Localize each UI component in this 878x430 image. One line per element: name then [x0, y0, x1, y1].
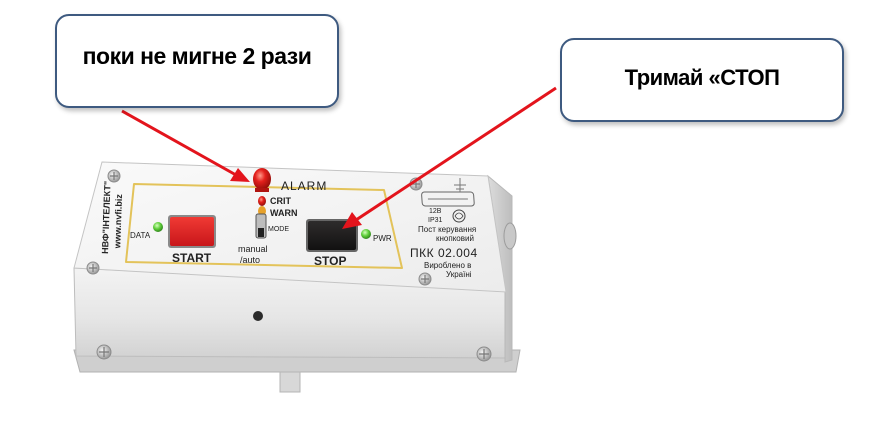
made-in-line-2: Україні — [446, 270, 472, 279]
pwr-label: PWR — [373, 234, 392, 243]
maker-url: www.nvfi.biz — [112, 194, 124, 250]
mode-label: MODE — [268, 226, 289, 233]
crit-label: CRIT — [270, 196, 291, 206]
alarm-led — [253, 168, 271, 190]
brand-logo — [421, 191, 475, 207]
pwr-led — [361, 229, 371, 239]
arrow-to-alarm-led — [121, 109, 250, 182]
crit-led — [258, 196, 266, 206]
alarm-led-base — [255, 188, 269, 192]
callout-blink-twice: поки не мигне 2 рази — [55, 14, 339, 108]
certification-icon — [452, 209, 466, 223]
model-label: ПКК 02.004 — [410, 246, 478, 260]
ip-rating-label: IP31 — [428, 217, 443, 224]
screw-icon — [476, 346, 492, 362]
panel-outline — [125, 183, 403, 269]
screw-icon — [86, 261, 100, 275]
ground-icon — [454, 178, 466, 192]
front-hole — [253, 311, 263, 321]
data-led — [153, 222, 163, 232]
cable-gland — [503, 222, 517, 250]
start-label: START — [172, 251, 212, 265]
start-button[interactable] — [170, 217, 214, 246]
callout-hold-stop-text: Тримай «СТОП — [624, 65, 780, 90]
callout-hold-stop: Тримай «СТОП — [560, 38, 844, 122]
screw-icon — [107, 169, 121, 183]
alarm-label: ALARM — [281, 179, 327, 193]
screw-icon — [418, 272, 432, 286]
arrow-to-stop-button — [342, 86, 557, 229]
mode-auto-label: /auto — [240, 255, 260, 265]
description-line-2: кнопковий — [436, 234, 474, 243]
made-in-line-1: Вироблено в — [424, 261, 471, 270]
voltage-label: 12В — [429, 208, 442, 215]
mode-manual-label: manual — [238, 244, 268, 254]
warn-label: WARN — [270, 208, 298, 218]
flange-tab — [279, 371, 301, 393]
mode-switch-lever — [258, 228, 264, 237]
data-label: DATA — [130, 231, 151, 240]
maker-name: НВФ"ІНТЕЛЕКТ" — [100, 181, 113, 254]
description-line-1: Пост керування — [418, 225, 476, 234]
screw-icon — [96, 344, 112, 360]
top-face — [73, 161, 507, 293]
callout-blink-twice-text: поки не мигне 2 рази — [82, 42, 312, 69]
stop-label: STOP — [314, 254, 346, 268]
